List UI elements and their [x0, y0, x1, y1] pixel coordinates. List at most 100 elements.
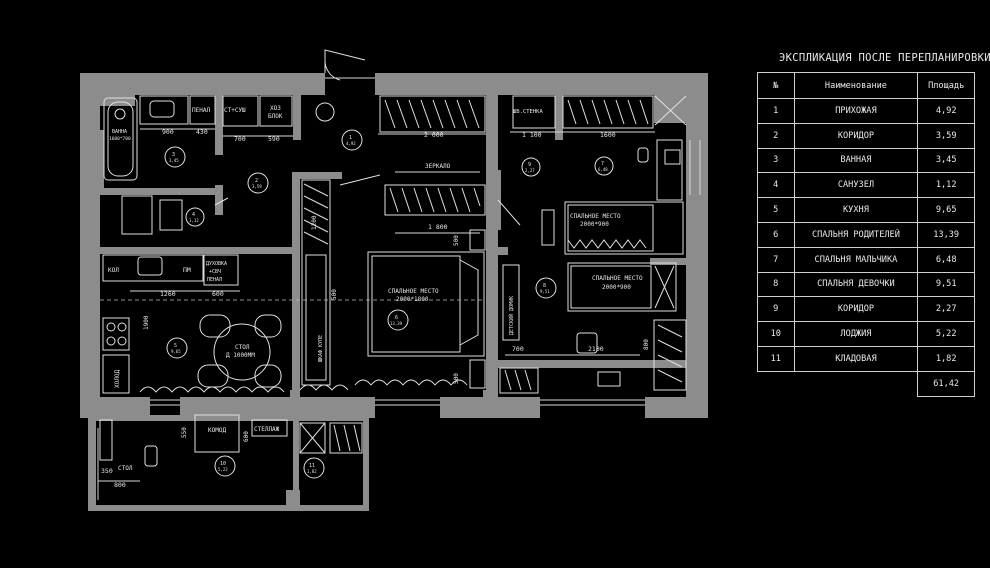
room-tag-2: 2: [255, 178, 258, 184]
room-tag-6-area: 13,39: [390, 321, 403, 326]
row-name: ЛОДЖИЯ: [793, 321, 919, 347]
blok-label: БЛОК: [268, 113, 283, 120]
svch-label: +СВЧ: [209, 269, 221, 275]
dim-900: 900: [162, 128, 174, 136]
dim-800: 800: [643, 339, 650, 350]
explication-title: ЭКСПЛИКАЦИЯ ПОСЛЕ ПЕРЕПЛАНИРОВКИ: [779, 52, 990, 64]
row-name: КОРИДОР: [793, 122, 919, 149]
dim-550: 550: [181, 427, 188, 438]
row-area: 5,22: [917, 321, 975, 347]
room-tag-2-area: 3,59: [252, 184, 262, 189]
room-tag-4: 4: [192, 212, 195, 218]
row-name: СПАЛЬНЯ ДЕВОЧКИ: [793, 271, 919, 298]
oven-penal-label: ПЕНАЛ: [207, 277, 222, 283]
row-area: 9,65: [917, 197, 975, 223]
room-tag-3-area: 3,45: [169, 158, 179, 163]
dim-590: 590: [268, 135, 280, 143]
row-area: 9,51: [917, 271, 975, 298]
pm-label: ПМ: [183, 266, 191, 274]
dim-350: 350: [101, 467, 113, 475]
windows: [97, 77, 701, 500]
boy-bedroom: ШВ.СТЕНКА 1 100 1600 9 2,27 7 6,48 СПАЛЬ…: [497, 95, 687, 255]
table-size: Д 1000ММ: [226, 352, 255, 359]
row-number: 8: [757, 271, 795, 298]
row-area: 1,82: [917, 345, 975, 372]
bed-boy-label: СПАЛЬНОЕ МЕСТО: [570, 213, 621, 220]
oven-label: ДУХОВКА: [206, 261, 227, 267]
room-tag-1: 1: [349, 135, 352, 141]
room-tag-5-area: 9,65: [171, 349, 181, 354]
kol-label: КОЛ: [108, 267, 119, 274]
row-name: ПРИХОЖАЯ: [793, 98, 919, 124]
bed-parents-label: СПАЛЬНОЕ МЕСТО: [388, 288, 439, 295]
room-tag-1-area: 4,92: [346, 141, 356, 146]
fridge-label: ХОЛОД: [114, 370, 121, 388]
dim-1900: 1900: [143, 315, 150, 330]
toilet: 4 1,12: [121, 195, 229, 235]
dim-500-c: 500: [453, 235, 460, 246]
dim-500-b: 500: [453, 373, 460, 384]
room-tag-4-area: 1,12: [189, 218, 199, 223]
loggia: КОМОД 550 600 СТЕЛЛАЖ СТОЛ 10 5,22 350 8…: [98, 414, 363, 489]
row-area: 13,39: [917, 221, 975, 248]
explication-total-row: 61,42: [758, 370, 975, 397]
row-name: КЛАДОВАЯ: [793, 345, 919, 372]
row-name: САНУЗЕЛ: [793, 172, 919, 199]
dim-2000: 2 000: [424, 131, 444, 139]
row-number: 11: [757, 345, 795, 372]
row-area: 2,27: [917, 296, 975, 323]
row-number: 5: [757, 197, 795, 223]
st-sush-label: СТ+СУШ: [224, 107, 246, 114]
dim-1260: 1260: [160, 290, 176, 298]
dim-2100: 2100: [588, 345, 604, 353]
row-number: 9: [757, 296, 795, 323]
bath-label: ВАННА: [112, 129, 127, 135]
row-number: 2: [757, 122, 795, 149]
room-tag-10-area: 5,22: [218, 467, 228, 472]
bathroom: ВАННА 1600*700 ПЕНАЛ СТ+СУШ ХОЗ БЛОК 3 3…: [103, 95, 293, 181]
row-number: 1: [757, 98, 795, 124]
kitchen: КОЛ ПМ ДУХОВКА +СВЧ ПЕНАЛ 1260 600 1900 …: [100, 254, 485, 394]
dim-1100: 1 100: [522, 131, 542, 139]
row-area: 4,92: [917, 98, 975, 124]
komod-label: КОМОД: [208, 427, 226, 434]
row-area: 3,45: [917, 147, 975, 174]
dim-800-b: 800: [114, 481, 126, 489]
room-tag-11: 11: [309, 463, 315, 469]
dim-1600: 1600: [600, 131, 616, 139]
bed-girl-size: 2000*900: [602, 284, 631, 291]
room-tag-11-area: 1,82: [307, 469, 317, 474]
stol-label: СТОЛ: [118, 465, 133, 472]
bed-parents-size: 2000*1800: [396, 296, 429, 303]
parents-bedroom: 1 800 СПАЛЬНОЕ МЕСТО 2000*1800 6 13,39 5…: [299, 174, 486, 391]
header-name: Наименование: [793, 72, 919, 99]
dim-700: 700: [234, 135, 246, 143]
dim-1200: 1200: [311, 215, 318, 230]
dim-1800: 1 800: [428, 223, 448, 231]
stellazh-label: СТЕЛЛАЖ: [254, 426, 280, 433]
room-tag-8: 8: [543, 283, 546, 289]
header-number: №: [757, 72, 795, 99]
girl-bedroom: СПАЛЬНОЕ МЕСТО 2000*900 ДЕТСКИЙ ДОМИК 8 …: [499, 262, 687, 394]
room-tag-7: 7: [601, 161, 604, 167]
row-name: ВАННАЯ: [793, 147, 919, 174]
header-area: Площадь: [917, 72, 975, 99]
dim-500-a: 500: [331, 289, 338, 300]
dim-600-b: 600: [243, 431, 250, 442]
row-number: 7: [757, 246, 795, 273]
row-number: 3: [757, 147, 795, 174]
shkaf-kupe-label: ШКАФ КУПЕ: [318, 335, 324, 362]
dim-600: 600: [212, 290, 224, 298]
shkaf-stenka-label: ШВ.СТЕНКА: [513, 109, 543, 115]
row-name: КОРИДОР: [793, 296, 919, 323]
mirror-label: ЗЕРКАЛО: [425, 163, 451, 170]
